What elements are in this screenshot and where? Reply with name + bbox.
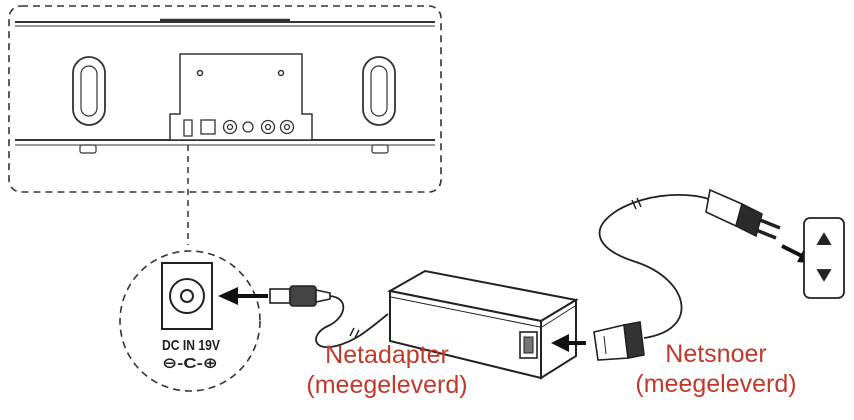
rear-port-row: [183, 119, 295, 137]
wall-plug: [705, 188, 781, 240]
adapter-name: Netadapter: [325, 341, 449, 369]
appliance-connector: [593, 321, 645, 361]
dc-in-label: DC IN 19V: [162, 337, 220, 354]
zoom-circle: DC IN 19V ⊖-C-⊕: [119, 250, 261, 392]
dc-in-port-small: [183, 119, 193, 137]
sub-port: [279, 119, 295, 135]
adapter-note: (meegeleverd): [306, 371, 468, 399]
arrow-into-dc-port-icon: [218, 287, 268, 305]
dc-cable: [315, 295, 389, 349]
dc-plug: [269, 285, 331, 307]
hdmi-port: [260, 119, 276, 135]
left-grip-slot: [72, 56, 106, 126]
cord-name: Netsnoer: [665, 340, 767, 368]
mains-cord: [598, 194, 713, 339]
usb-port: [242, 121, 254, 133]
arrow-into-adapter-icon: [551, 334, 586, 352]
aux-port: [222, 119, 238, 135]
cable-tie-mains: [631, 197, 642, 210]
adapter-label: Netadapter (meegeleverd): [292, 340, 482, 400]
connector-panel: [169, 53, 313, 141]
adapter-right-face: [540, 298, 577, 380]
right-grip-slot: [362, 56, 396, 126]
power-adapter-brick: [387, 269, 579, 380]
polarity-symbol: ⊖-C-⊕: [162, 355, 218, 372]
wall-outlet: [803, 217, 845, 299]
cable-tie-dc: [349, 327, 360, 339]
mains-cord-label: Netsnoer (meegeleverd): [616, 339, 816, 399]
cord-note: (meegeleverd): [635, 370, 797, 398]
optical-port: [200, 119, 216, 135]
